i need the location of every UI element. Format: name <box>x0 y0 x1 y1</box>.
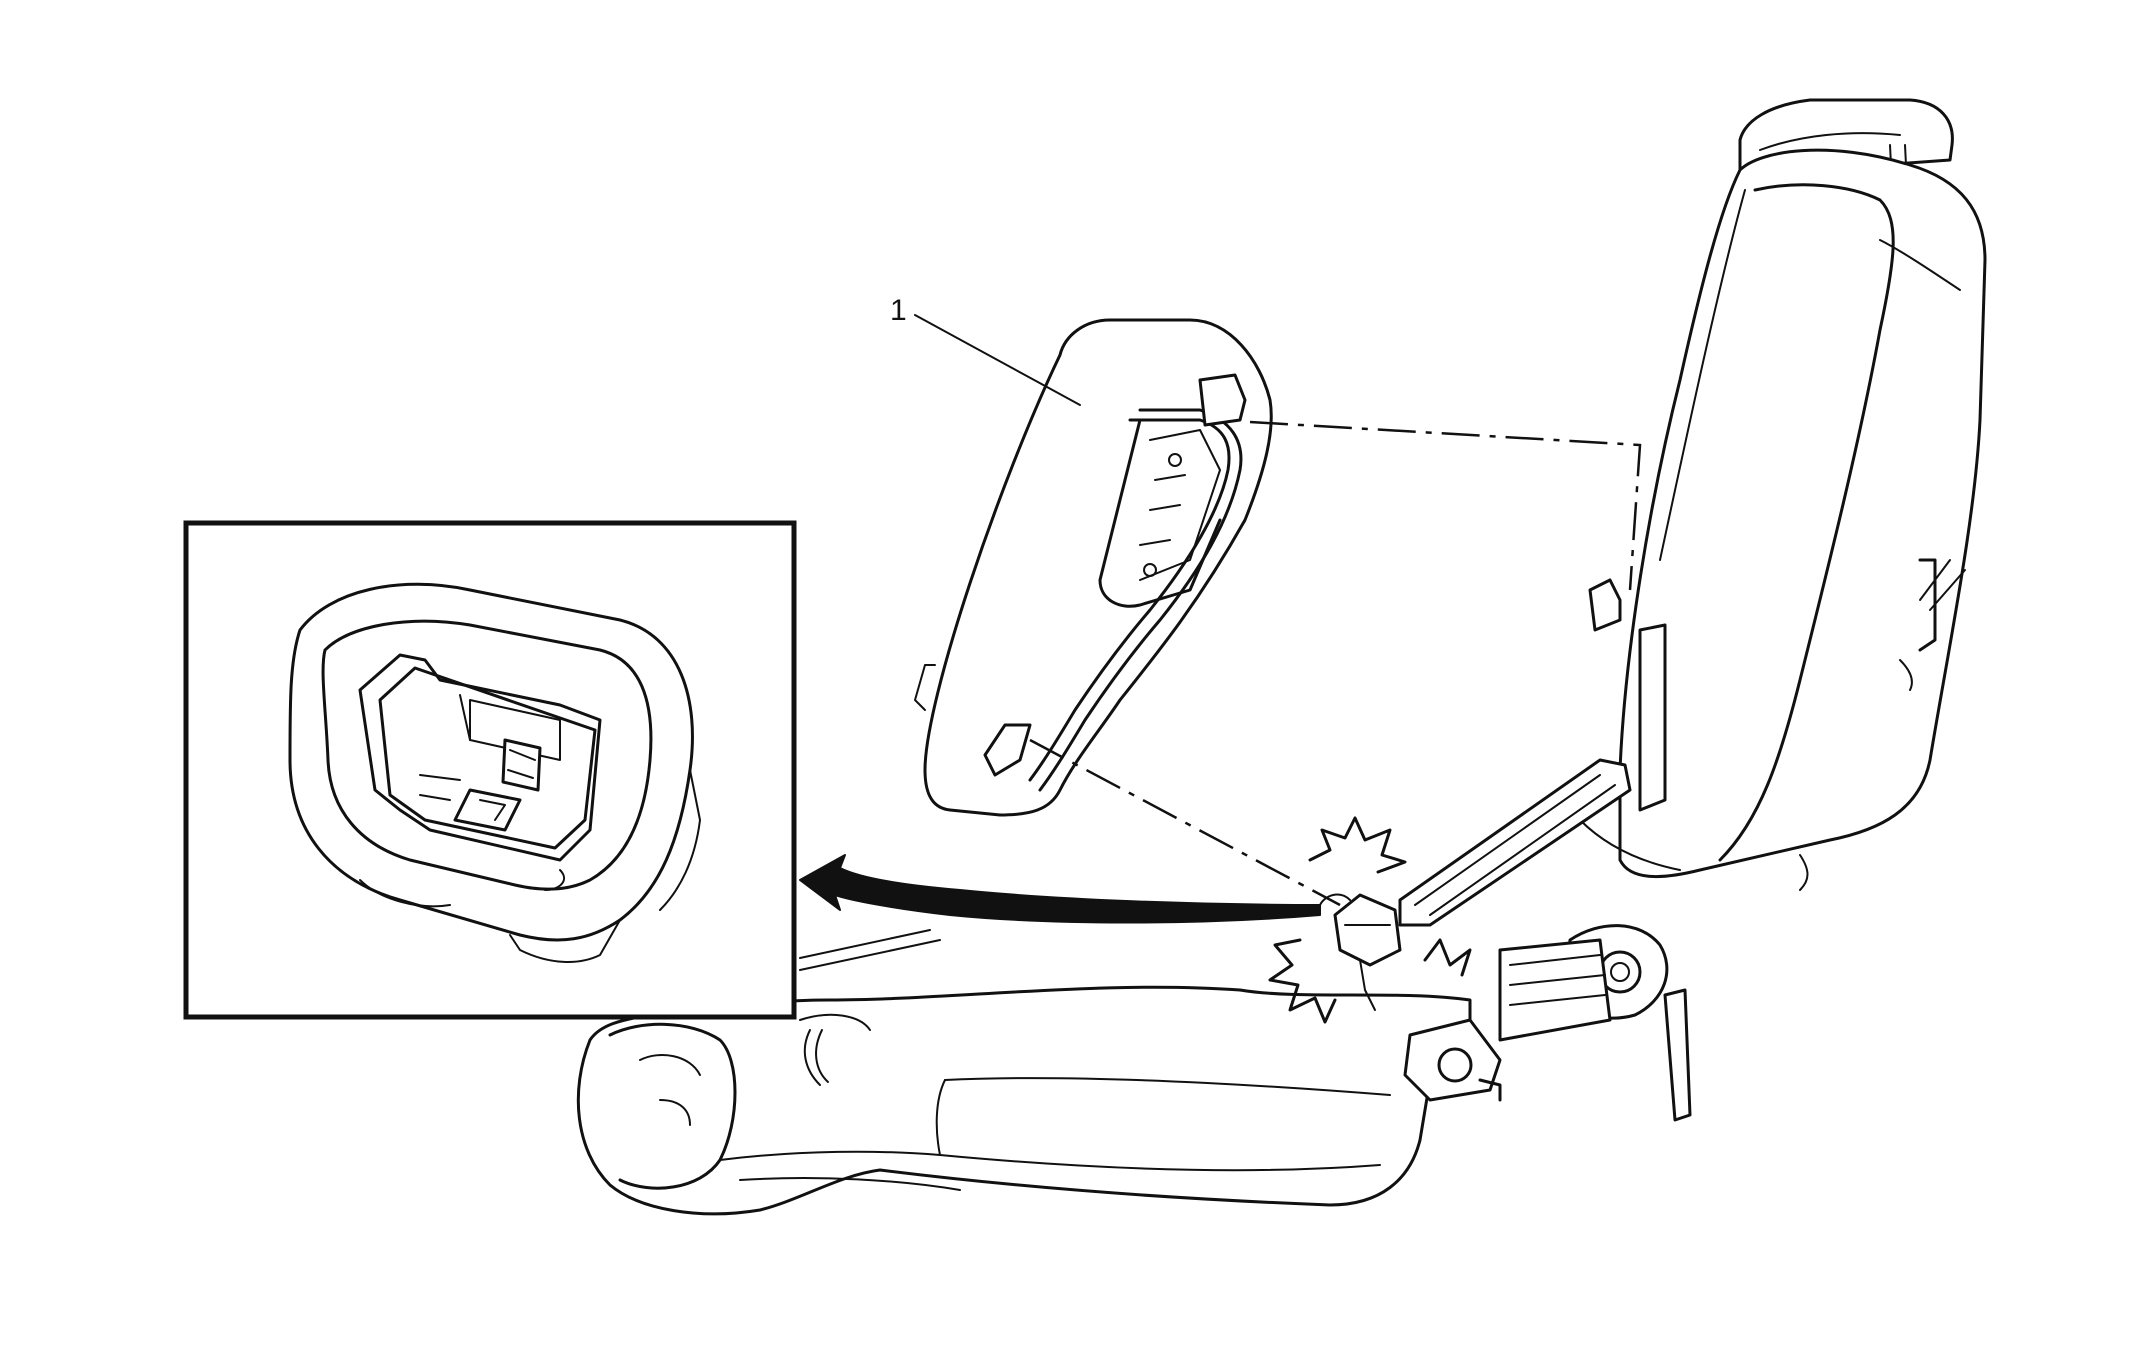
connector-detail-inset <box>183 520 797 1020</box>
seat-connector-location <box>1319 893 1402 1011</box>
seat-cushion <box>576 929 1472 1216</box>
alignment-lines <box>1029 420 1642 907</box>
seat-trim-cover <box>914 318 1273 817</box>
curved-arrow-icon <box>799 854 1321 924</box>
recliner-bracket <box>1398 578 1692 1122</box>
impact-starburst-icon <box>1268 816 1472 1024</box>
callout-label: 1 <box>890 294 907 327</box>
callout-1: 1 <box>890 294 1081 406</box>
seat-back <box>1579 98 1987 891</box>
